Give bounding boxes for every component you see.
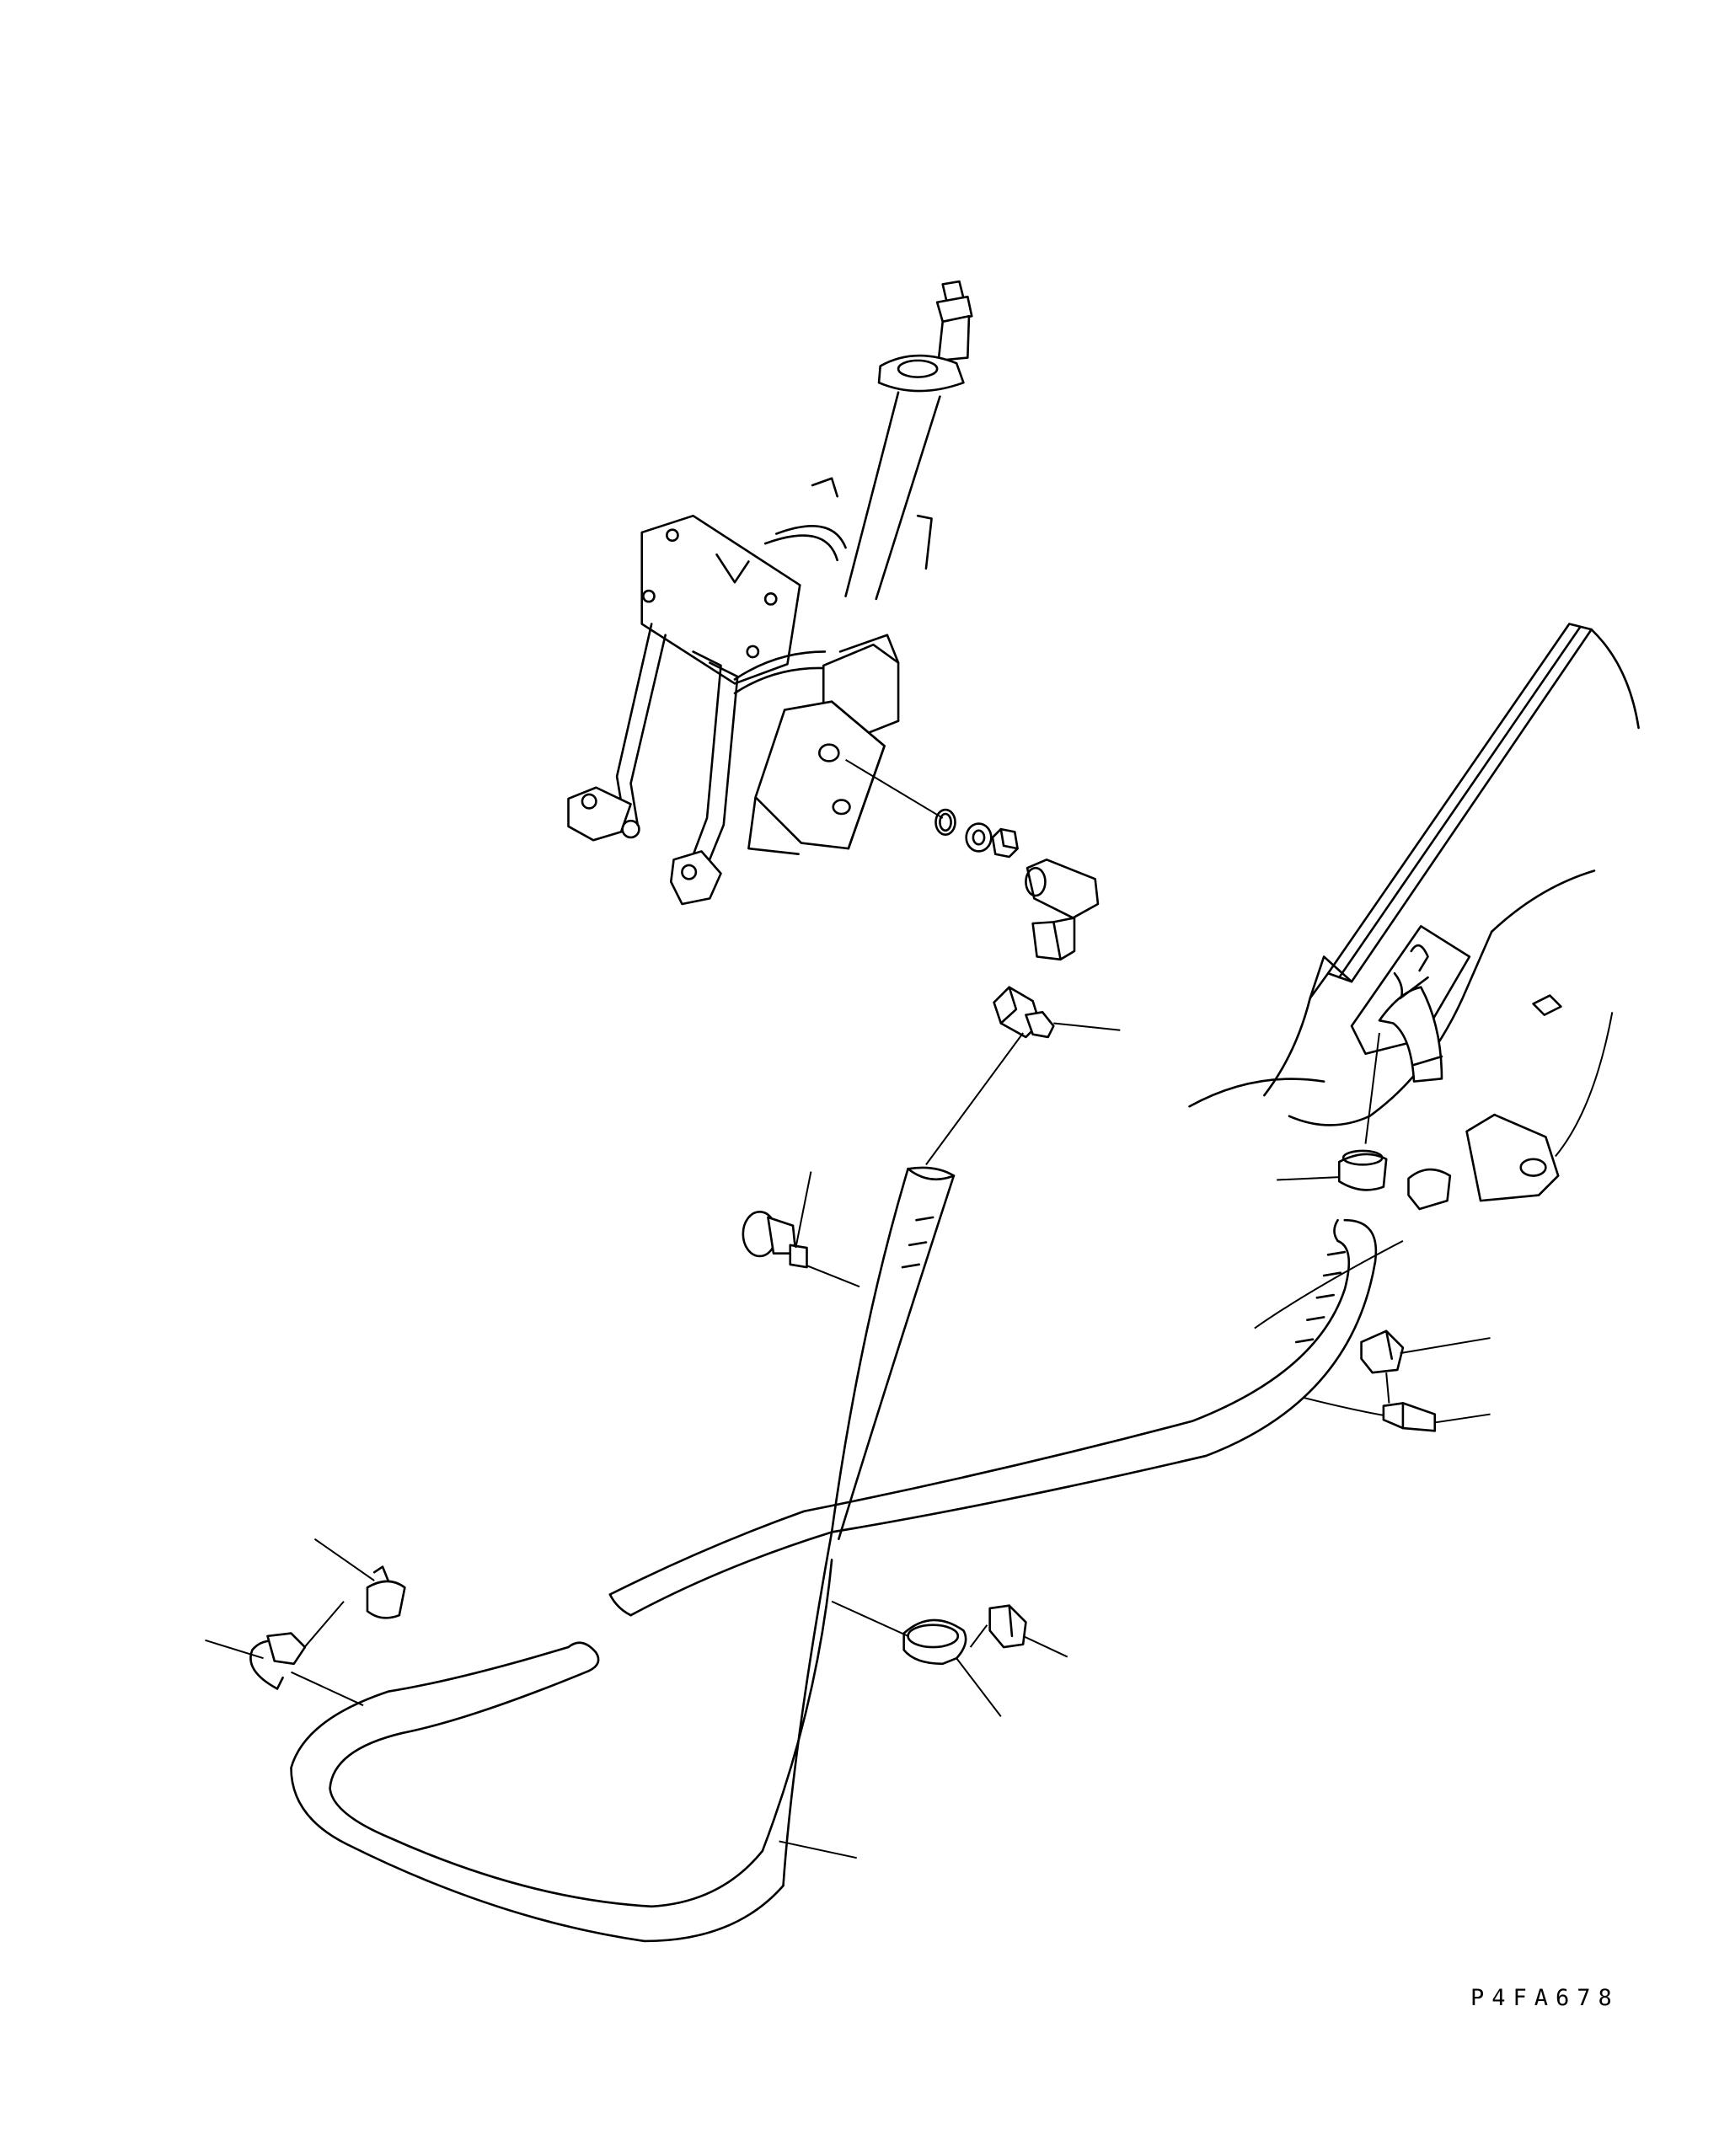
drain-hose xyxy=(1277,977,1450,1209)
washer xyxy=(967,824,992,852)
nut xyxy=(993,829,1018,857)
hydraulic-valve-block xyxy=(748,635,898,854)
hose-clamp xyxy=(205,1331,1490,1716)
frame-panel xyxy=(1190,870,1613,1201)
upper-hose xyxy=(763,1033,1023,1886)
straight-fitting xyxy=(994,987,1121,1037)
elbow-fitting xyxy=(1026,859,1098,959)
grommet xyxy=(743,1172,811,1268)
mounting-bracket xyxy=(569,516,846,904)
o-ring xyxy=(935,810,955,835)
frame-rail xyxy=(1264,624,1638,1096)
steering-column xyxy=(812,281,972,599)
lower-hose xyxy=(291,1220,1402,1941)
drawing-code: P4FA678 xyxy=(1470,1985,1620,2011)
